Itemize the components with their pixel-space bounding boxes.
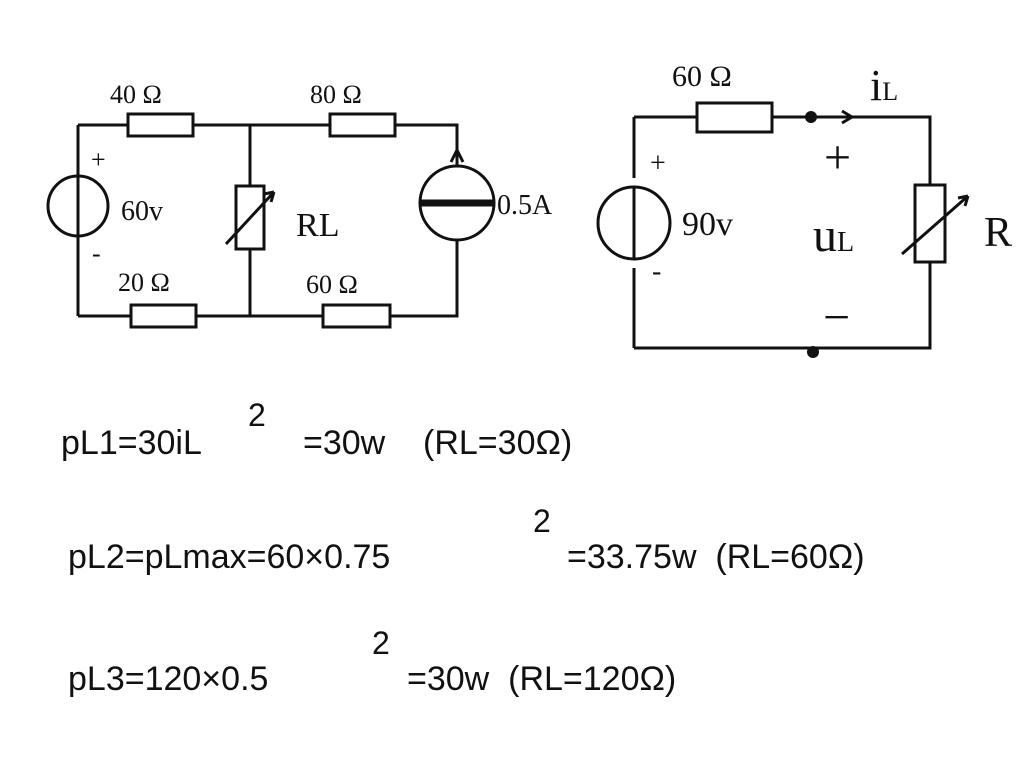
c2-voltage-main: u: [813, 209, 837, 262]
c1-minus: -: [92, 239, 101, 268]
c2-top-wire: [634, 115, 932, 185]
c1-plus: +: [91, 145, 106, 174]
c1-label-60: 60 Ω: [306, 270, 358, 299]
circuit-1-labels: 40 Ω 80 Ω 20 Ω 60 Ω + - 60v 0.5A RL: [91, 80, 553, 299]
c2-source-label: 90v: [682, 206, 733, 243]
c1-resistor-80: [328, 112, 397, 138]
c1-top-wire: [78, 123, 459, 165]
circuit-2-labels: 60 Ω iL + uL − + - 90v R: [650, 60, 1012, 344]
c2-load-arrow: [901, 194, 970, 256]
c1-label-40: 40 Ω: [110, 80, 162, 109]
equation-2-result: =33.75w (RL=60Ω): [567, 538, 865, 576]
c1-current-arrow: [449, 149, 465, 163]
equation-1: pL1=30iL: [61, 424, 202, 462]
circuit-2-nodes: [805, 111, 819, 358]
c2-load-label: R: [984, 210, 1012, 256]
equation-3: pL3=120×0.5: [68, 660, 269, 698]
c1-resistor-40: [126, 112, 195, 138]
c1-current-label: 0.5A: [497, 190, 553, 221]
c1-load-label: RL: [296, 207, 339, 244]
c1-bottom-wire: [78, 240, 459, 318]
c1-load-arrow: [224, 190, 276, 246]
c1-source-label: 60v: [121, 196, 163, 227]
circuit-1: [46, 112, 496, 329]
c2-plus-sign: +: [824, 131, 851, 184]
c2-bottom-wire: [634, 262, 932, 350]
equation-1-result: =30w (RL=30Ω): [303, 424, 573, 462]
equation-3-exponent: 2: [372, 625, 390, 661]
c1-label-20: 20 Ω: [118, 268, 170, 297]
c2-load-resistor: [913, 183, 947, 264]
c2-top-node: [805, 111, 817, 123]
equation-2: pL2=pLmax=60×0.75: [68, 538, 391, 576]
equation-3-result: =30w (RL=120Ω): [407, 660, 677, 698]
c2-plus: +: [650, 148, 666, 179]
c2-label-60: 60 Ω: [672, 60, 732, 93]
c2-current-arrow: [830, 109, 853, 125]
c2-current-label: iL: [870, 61, 898, 110]
c1-current-source: [418, 164, 496, 242]
equation-2-exponent: 2: [533, 503, 551, 539]
c1-load-label-sub: L: [319, 207, 340, 244]
c2-voltage-sub: L: [837, 227, 854, 258]
c1-load-resistor: [234, 184, 266, 251]
circuit-2: [596, 101, 970, 350]
c2-current-main: i: [870, 61, 882, 110]
c2-minus-sign: −: [823, 291, 850, 344]
c2-resistor-60: [695, 101, 774, 134]
c2-bottom-node: [807, 346, 819, 358]
c2-minus: -: [652, 256, 661, 287]
c1-resistor-20: [129, 303, 198, 329]
c1-resistor-60: [321, 303, 392, 329]
c1-label-80: 80 Ω: [310, 80, 362, 109]
c2-voltage-label: uL: [813, 209, 854, 262]
c1-load-label-main: R: [296, 207, 319, 244]
equation-1-exponent: 2: [248, 397, 266, 433]
c2-current-sub: L: [882, 77, 898, 106]
